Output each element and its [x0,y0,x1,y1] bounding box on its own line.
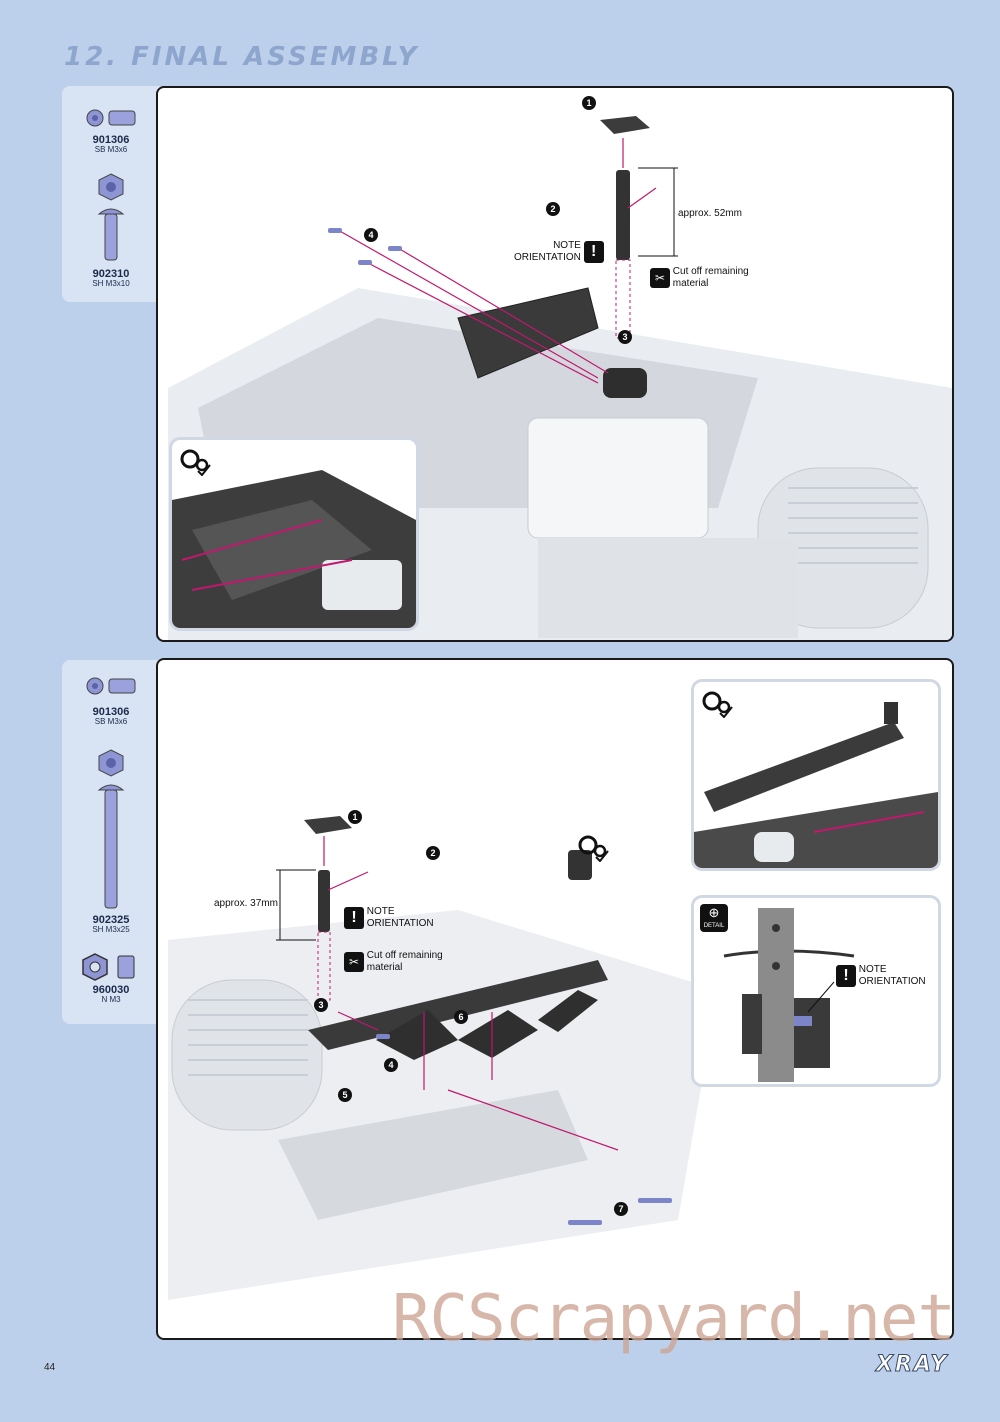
completed-body-mount-illustration [694,702,938,868]
part-code: 901306 [92,134,130,146]
button-screw-icon [86,677,136,695]
page-number: 44 [44,1362,56,1373]
note-text: NOTE [858,964,887,975]
note-orientation-callout: NOTE ORIENTATION ! [514,240,604,263]
step-number-1: 1 [582,96,596,110]
part-desc: SH M3x25 [92,925,130,935]
check-gears-icon [702,691,733,718]
completed-view-inset [172,440,416,628]
warning-icon: ! [583,240,604,263]
chassis-assembly-illustration [168,816,718,1300]
assembly-panel-step-2: 1 2 3 4 5 6 7 approx. 37mm ! NOTE ORIENT… [156,658,954,1340]
long-socket-head-screw-icon [97,749,125,909]
step-number-4: 4 [384,1058,398,1072]
step-number-7: 7 [614,1202,628,1216]
step-number-2: 2 [426,846,440,860]
detail-note-callout: ! NOTE ORIENTATION [836,964,926,987]
completed-chassis-illustration [172,470,416,628]
nut-icon [82,953,135,981]
part-desc: SB M3x6 [94,145,128,155]
detail-body-post-illustration [723,908,855,1082]
completed-view-inset [694,682,938,868]
cut-off-callout: ✂ Cut off remaining material [344,950,443,973]
orientation-text: ORIENTATION [366,917,434,929]
length-callout: approx. 52mm [678,208,742,219]
part-code: 901306 [92,706,130,718]
cutter-icon: ✂ [650,267,670,288]
cutter-icon: ✂ [344,951,364,972]
cut-off-callout: ✂ Cut off remaining material [650,266,749,289]
watermark: RCScrapyard.net [392,1282,956,1356]
part-desc: SB M3x6 [94,717,128,727]
step-number-5: 5 [338,1088,352,1102]
cut-text-line1: Cut off remaining [366,950,443,961]
note-text: NOTE [366,906,395,917]
step-number-2: 2 [546,202,560,216]
note-text: NOTE [553,240,581,251]
warning-icon: ! [836,964,856,987]
page-title: 12. FINAL ASSEMBLY [64,42,420,72]
assembly-panel-step-1: 1 2 3 4 approx. 52mm NOTE ORIENTATION ! … [156,86,954,642]
parts-list-step-2: 901306 SB M3x6 902325 SH M3x25 960030 N … [62,660,160,1024]
step-number-3: 3 [618,330,632,344]
detail-badge: ⊕ DETAIL [700,904,728,932]
step-number-4: 4 [364,228,378,242]
part-desc: N M3 [101,995,121,1005]
part-code: 960030 [92,984,130,996]
part-code: 902325 [92,914,130,926]
part-desc: SH M3x10 [92,279,130,289]
note-orientation-callout: ! NOTE ORIENTATION [344,906,434,929]
step-number-6: 6 [454,1010,468,1024]
part-code: 902310 [92,268,130,280]
step-number-1: 1 [348,810,362,824]
length-callout: approx. 37mm [214,898,278,909]
warning-icon: ! [344,906,364,929]
detail-view-inset: ⊕ DETAIL ! NOTE ORIENTATION [694,898,938,1084]
detail-label: DETAIL [703,923,725,929]
step-number-3: 3 [314,998,328,1012]
cut-text-line2: material [366,961,403,973]
socket-head-screw-icon [97,173,125,261]
button-screw-icon [86,109,136,127]
orientation-text: ORIENTATION [514,251,581,263]
check-gears-icon [578,835,609,862]
brand-logo: XRAY [875,1352,949,1378]
parts-list-step-1: 901306 SB M3x6 902310 SH M3x10 [62,86,160,302]
cut-text-line2: material [672,277,709,289]
check-gears-icon [180,449,211,476]
magnifier-icon: ⊕ [708,905,720,920]
orientation-text: ORIENTATION [858,975,926,987]
cut-text-line1: Cut off remaining [672,266,749,277]
